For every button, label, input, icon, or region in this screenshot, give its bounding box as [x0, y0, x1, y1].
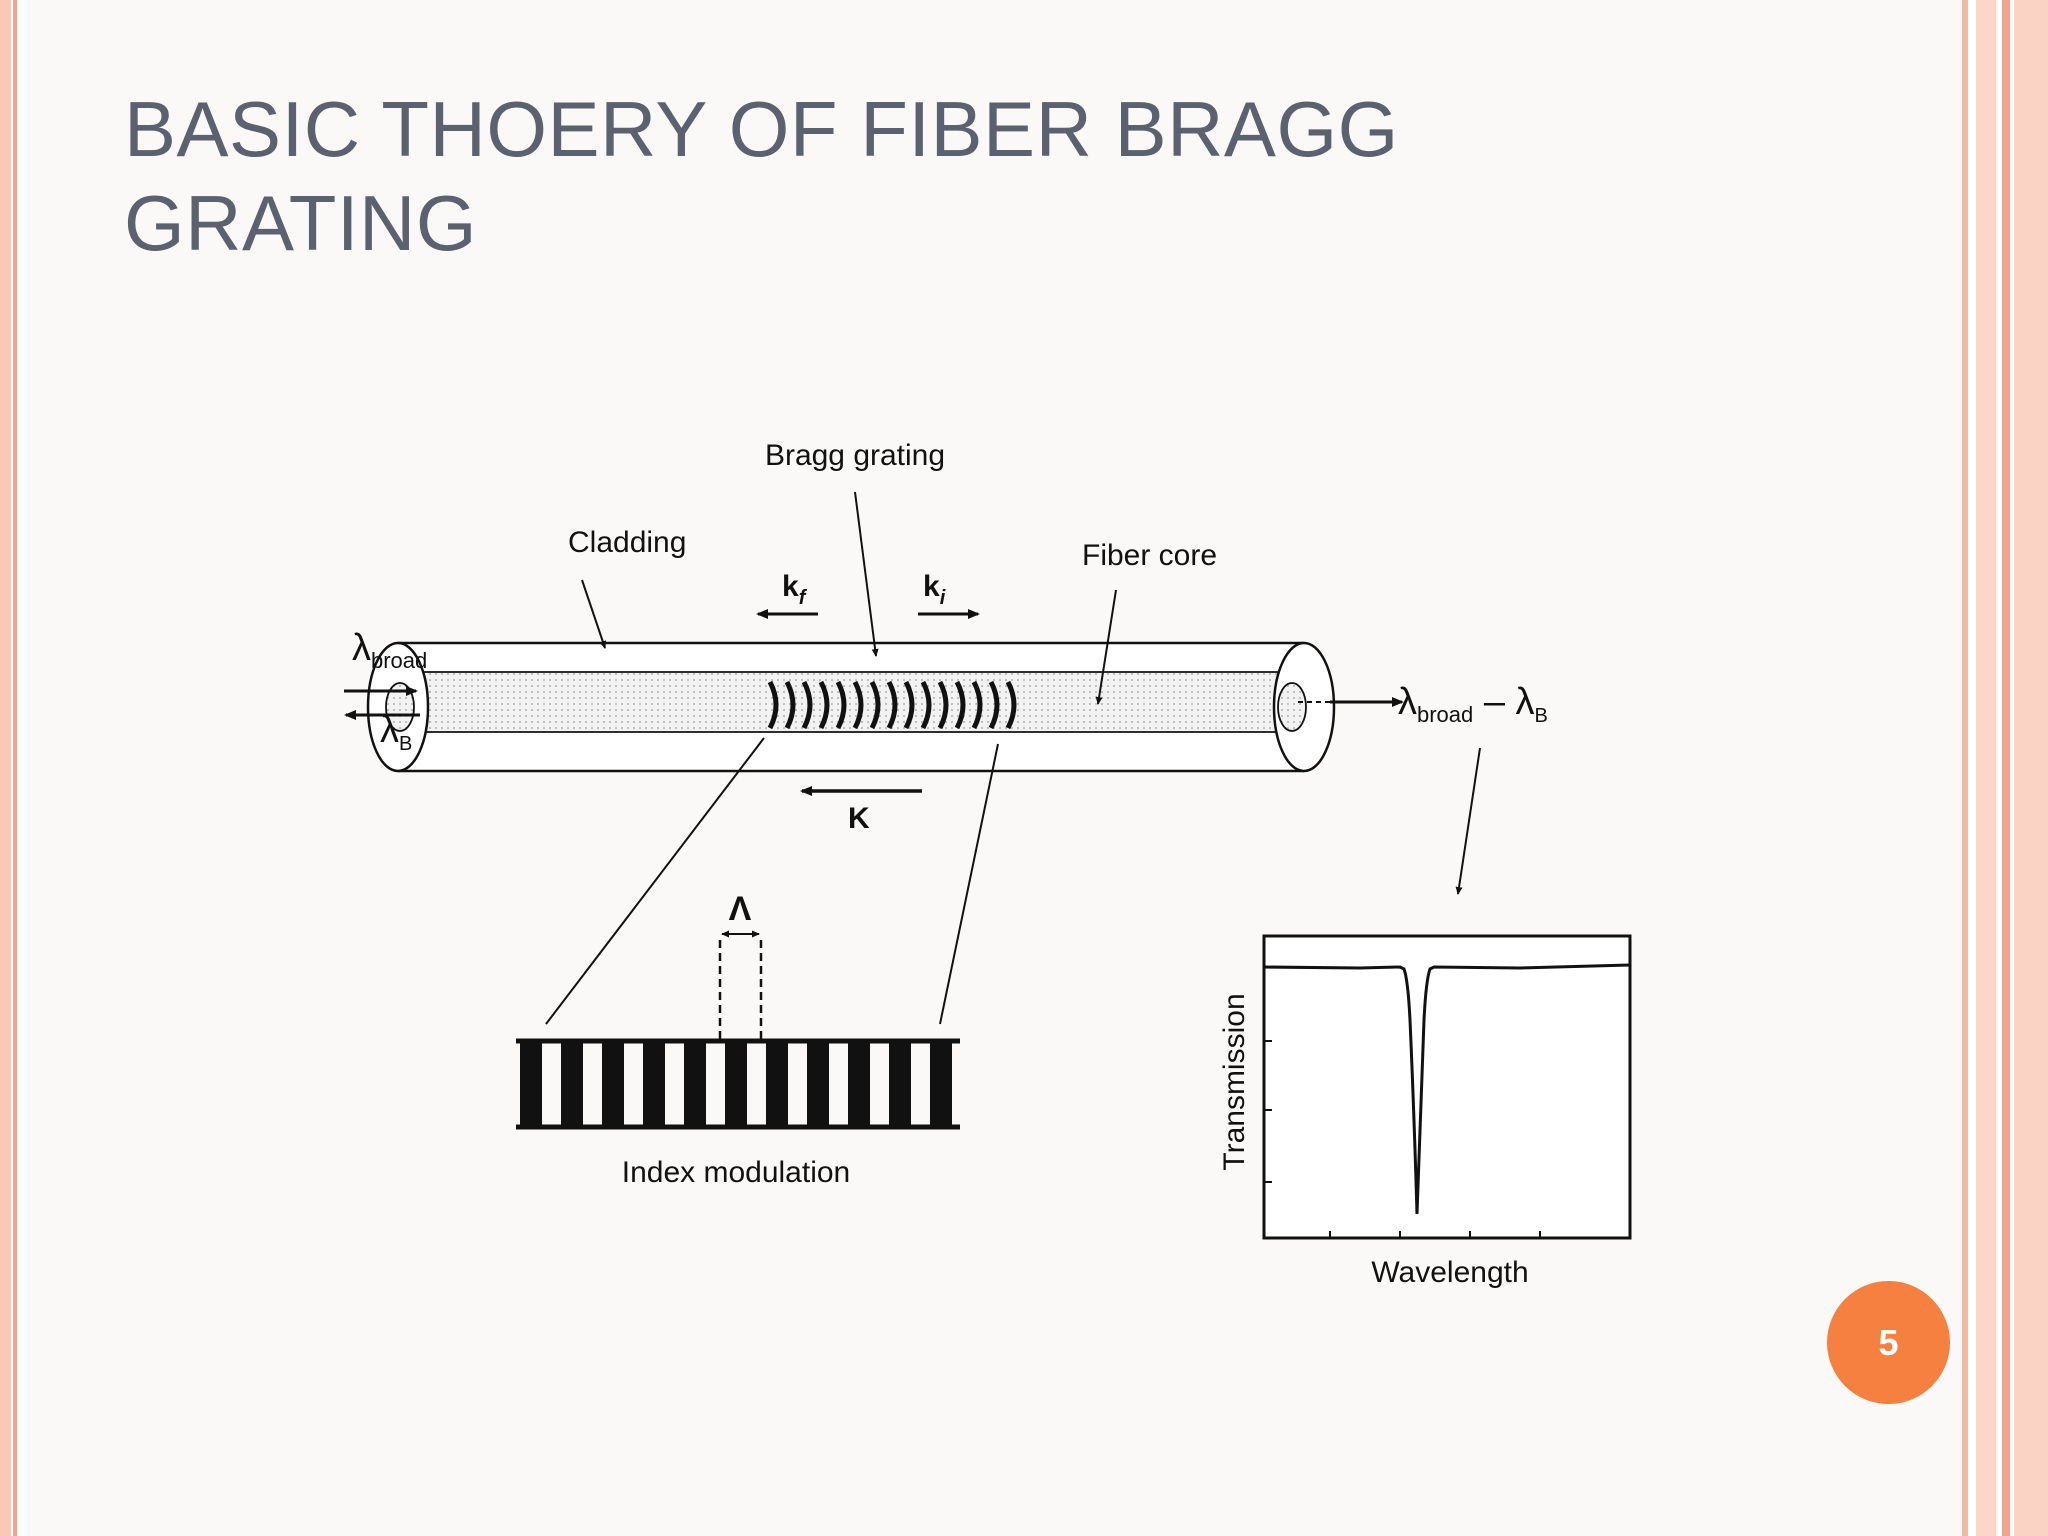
kf-label: kf	[782, 570, 808, 609]
transmission-spectrum	[1262, 934, 1632, 1240]
fiber-core-pointer	[1095, 589, 1117, 705]
lambda-broad-input-label: λbroad	[352, 627, 427, 673]
right-decorative-border	[1962, 0, 2048, 1536]
left-decorative-border	[0, 0, 24, 1536]
output-lambda-label: λbroad – λB	[1398, 681, 1548, 727]
right-border-stripe	[1976, 0, 1996, 1536]
core-right-end	[1277, 682, 1307, 732]
right-border-stripe	[2014, 0, 2048, 1536]
cladding-label: Cladding	[568, 526, 686, 559]
page-number-badge: 5	[1827, 1281, 1950, 1404]
left-border-stripe	[0, 0, 11, 1536]
fiber-core	[398, 672, 1304, 732]
modulation-bar	[561, 1041, 583, 1127]
bragg-grating-pointer	[854, 491, 879, 657]
zoom-line-right	[939, 743, 999, 1025]
lambda-b-reflected-label: λB	[380, 709, 412, 755]
modulation-bar	[684, 1041, 706, 1127]
right-border-stripe	[2002, 0, 2010, 1536]
cladding-pointer	[581, 579, 607, 649]
index-modulation-bars	[516, 1038, 960, 1130]
transmission-curve	[1263, 963, 1631, 1215]
index-modulation-label: Index modulation	[622, 1156, 851, 1189]
spectrum-frame	[1262, 934, 1632, 1240]
fbg-diagram-svg: Bragg grating Cladding Fiber core kf ki …	[344, 439, 1632, 1289]
fiber-core-label: Fiber core	[1082, 539, 1217, 572]
wavelength-axis-label: Wavelength	[1371, 1256, 1528, 1289]
modulation-bar	[766, 1041, 788, 1127]
modulation-bar	[725, 1041, 747, 1127]
modulation-bar	[848, 1041, 870, 1127]
fbg-diagram: Bragg grating Cladding Fiber core kf ki …	[320, 420, 1700, 1320]
grating-vector-label: K	[848, 802, 870, 835]
modulation-bar	[807, 1041, 829, 1127]
modulation-bar	[930, 1041, 952, 1127]
period-label: Λ	[729, 890, 752, 928]
transmission-axis-label: Transmission	[1218, 993, 1251, 1170]
modulation-bar	[520, 1041, 542, 1127]
spectrum-pointer	[1455, 747, 1481, 895]
fiber	[366, 641, 1336, 773]
modulation-bar	[643, 1041, 665, 1127]
modulation-bar	[602, 1041, 624, 1127]
ki-label: ki	[923, 570, 946, 609]
bragg-grating-label: Bragg grating	[765, 439, 945, 472]
grating-fringes	[767, 680, 1017, 730]
slide-title: BASIC THOERY OF FIBER BRAGG GRATING	[124, 85, 1399, 267]
zoom-line-left	[545, 737, 765, 1025]
modulation-bar	[889, 1041, 911, 1127]
right-border-stripe	[1962, 0, 1968, 1536]
left-border-stripe	[13, 0, 17, 1536]
